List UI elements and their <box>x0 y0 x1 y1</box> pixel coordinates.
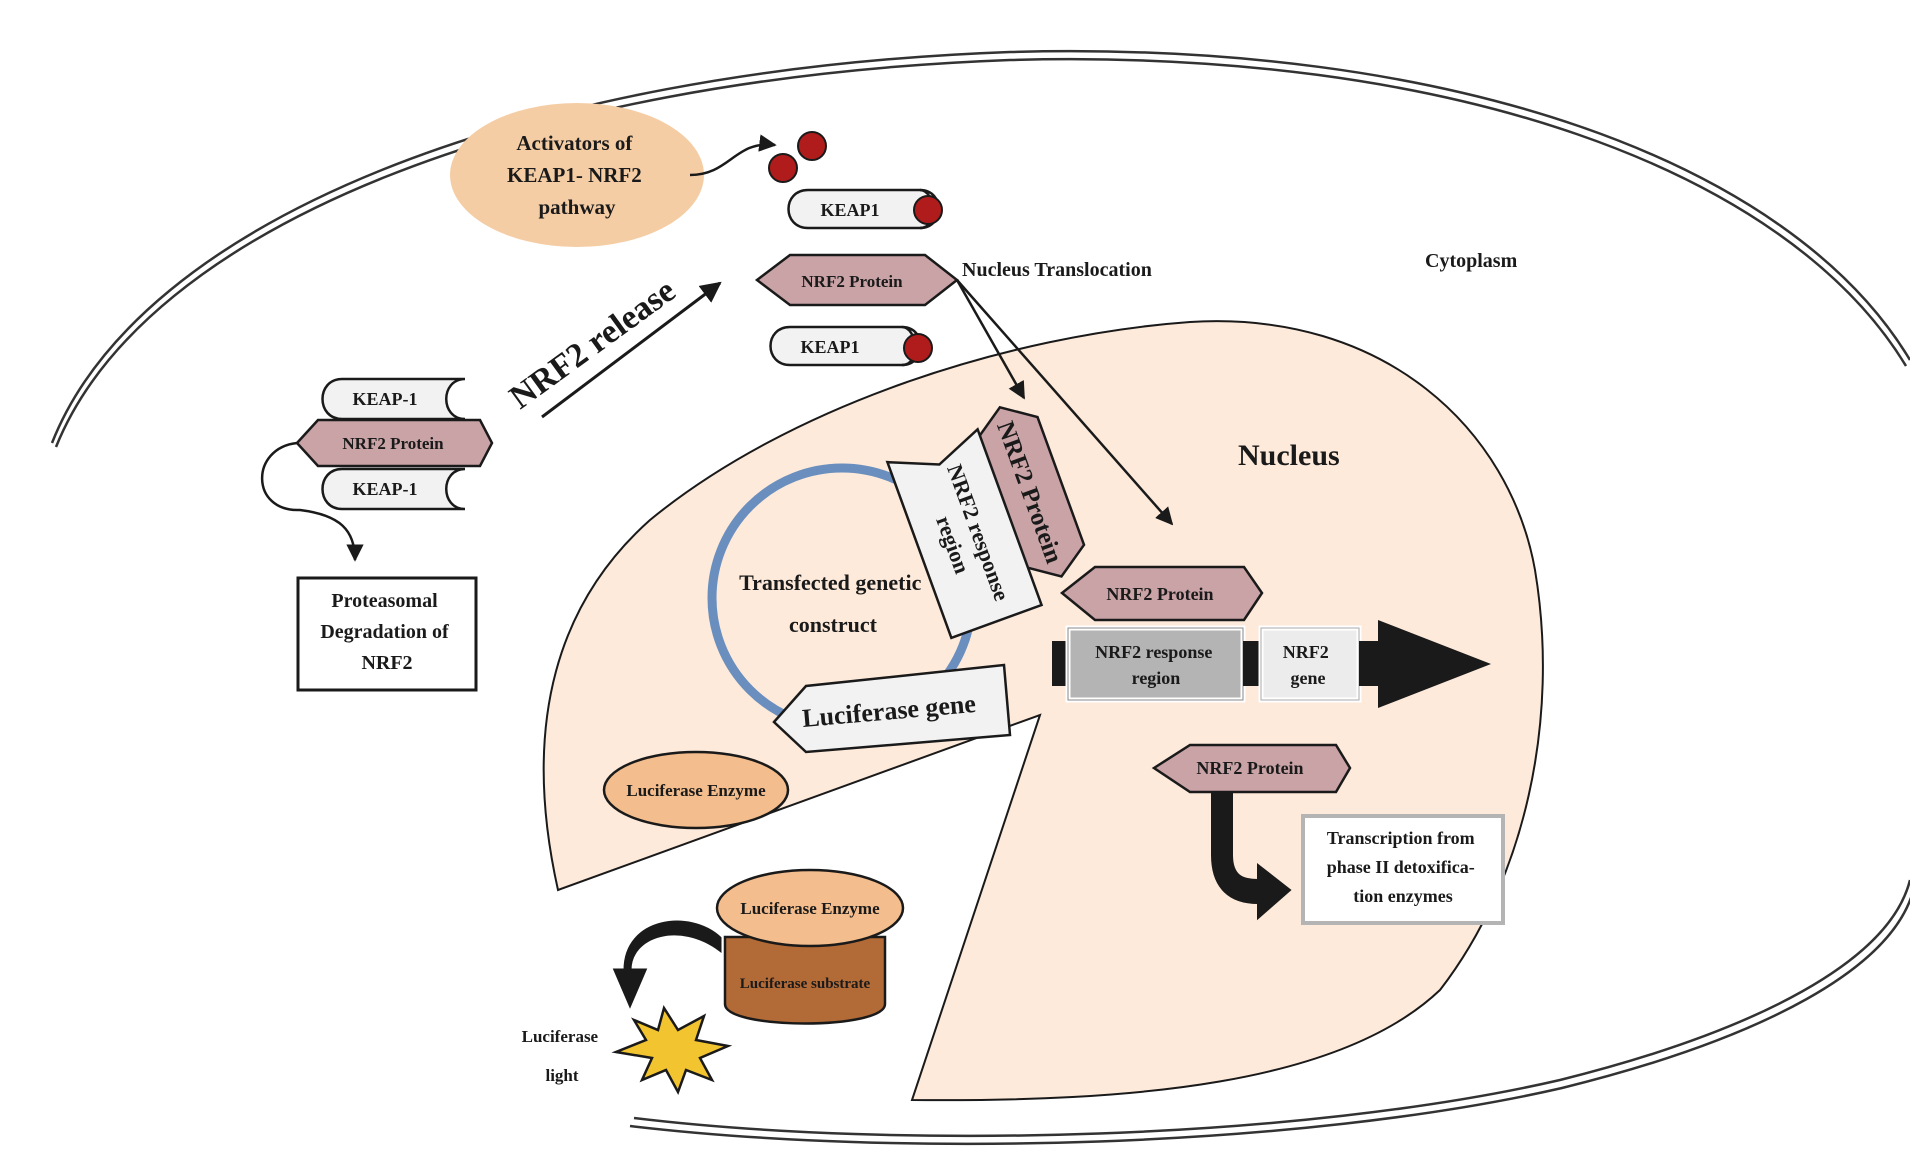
proteasomal-label: Proteasomal Degradation of NRF2 <box>320 590 453 674</box>
keap1-top: KEAP1 <box>787 188 943 230</box>
translocation-arrow-2 <box>956 279 1174 526</box>
luciferase-substrate-label: Luciferase substrate <box>740 976 871 992</box>
nrf2-protein-lower: NRF2 Protein <box>1151 743 1352 794</box>
activators-ellipse <box>450 103 704 247</box>
keap-1-upper-label: KEAP-1 <box>353 389 418 409</box>
nrf2-protein-top: NRF2 Protein <box>754 253 960 307</box>
nucleus-translocation-label: Nucleus Translocation <box>962 259 1152 281</box>
nrf2-protein-nucleus-label: NRF2 Protein <box>1106 584 1213 604</box>
nucleus-label: Nucleus <box>1238 439 1340 472</box>
luciferase-enzyme-nucleus-label: Luciferase Enzyme <box>626 781 766 800</box>
cytoplasm-label: Cytoplasm <box>1425 250 1518 272</box>
proteasomal-box <box>296 576 478 692</box>
luciferase-substrate-drum: Luciferase substrate Luciferase Enzyme <box>715 868 905 1025</box>
translocation-arrow-1 <box>955 279 1026 400</box>
nrf2-protein-lower-label: NRF2 Protein <box>1196 758 1303 778</box>
keap1-mid-label: KEAP1 <box>800 337 859 357</box>
activator-arrow <box>689 134 777 177</box>
luciferase-light-label: Luciferase light <box>522 1027 603 1085</box>
nrf2-gene-label: NRF2 gene <box>1283 642 1334 688</box>
transcription-box <box>1301 814 1505 925</box>
luciferase-gene: Luciferase gene <box>772 663 1012 754</box>
nucleus-region <box>542 320 1544 1102</box>
activator-dot <box>768 153 798 183</box>
nrf2-release-arrow <box>541 281 722 419</box>
cell-membrane <box>50 50 1910 1146</box>
light-arrow <box>612 920 722 1009</box>
luciferase-enzyme-lid-label: Luciferase Enzyme <box>740 899 880 918</box>
keap-1-lower-label: KEAP-1 <box>353 479 418 499</box>
nrf2-protein-complex-label: NRF2 Protein <box>342 434 444 453</box>
nrf2-protein-rotated: NRF2 Protein <box>975 405 1086 578</box>
activator-dot <box>797 131 827 161</box>
transcription-label: Transcription from phase II detoxifica- … <box>1327 828 1480 906</box>
keap1-top-label: KEAP1 <box>820 200 879 220</box>
keap1-nrf2-complex: KEAP-1 NRF2 Protein KEAP-1 <box>261 377 494 562</box>
luciferase-enzyme-nucleus <box>602 750 790 830</box>
nrf2-response-region-gene-label: NRF2 response region <box>1095 642 1217 688</box>
nrf2-protein-nucleus: NRF2 Protein <box>1060 565 1264 622</box>
nrf2-protein-top-label: NRF2 Protein <box>801 272 903 291</box>
keap1-mid: KEAP1 <box>769 325 933 367</box>
nrf2-release-label: NRF2 release <box>503 272 682 416</box>
activators-label: Activators of KEAP1- NRF2 pathway <box>507 131 647 219</box>
gene-construct: NRF2 response region NRF2 gene <box>1052 620 1491 708</box>
transcription-arrow <box>1211 791 1292 921</box>
luciferase-light-star <box>611 1004 733 1096</box>
transfected-construct-label: Transfected genetic construct <box>739 570 927 637</box>
